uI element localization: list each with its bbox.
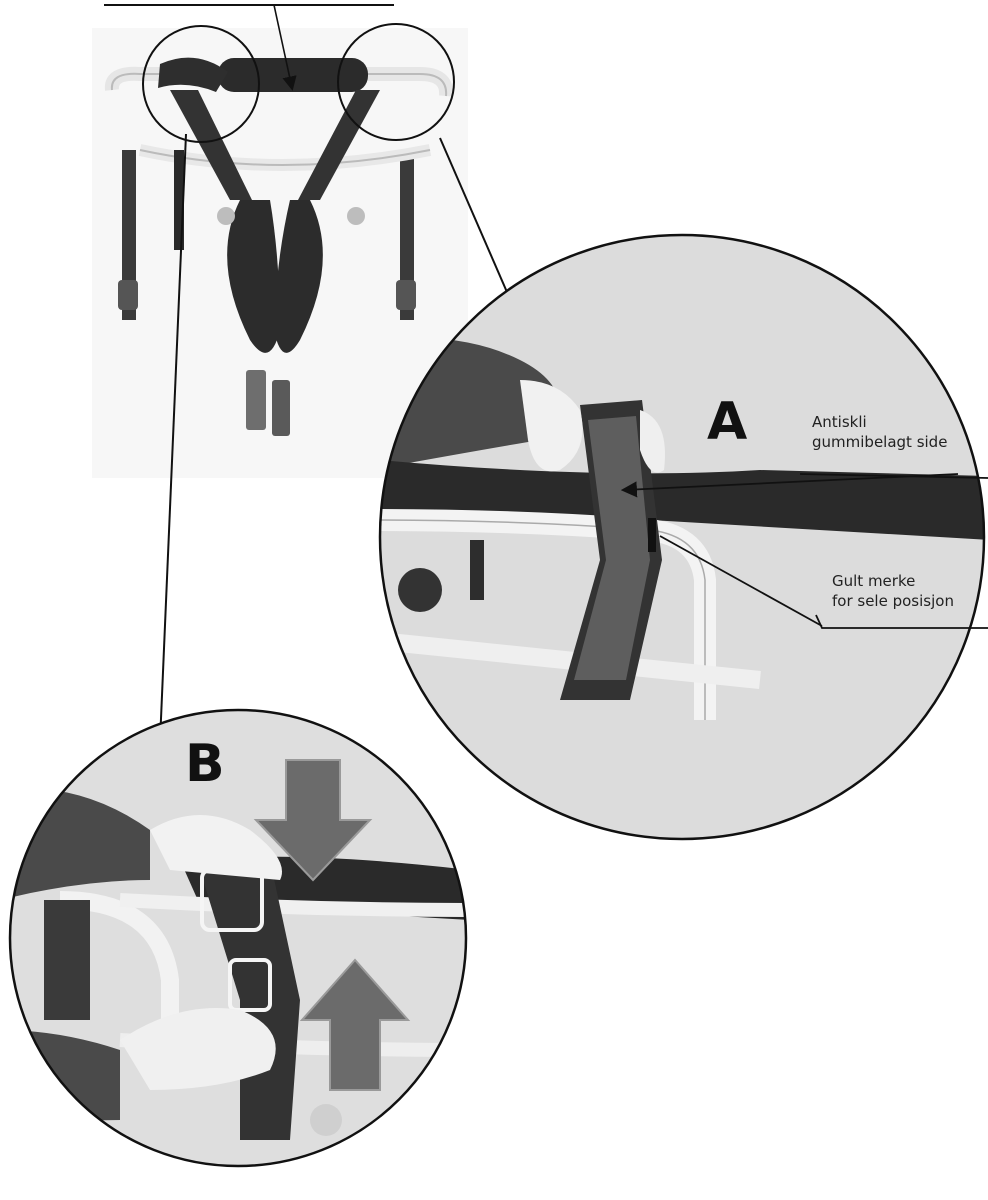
callout-antiskid-line-2: gummibelagt side [812, 432, 947, 452]
callout-yellow-mark: Gult merke for sele posisjon [832, 571, 954, 611]
callout-antiskid-line-1: Antiskli [812, 412, 947, 432]
detail-a-label: A [707, 396, 747, 448]
detail-b-photo [0, 700, 480, 1180]
callout-yellow-mark-line-1: Gult merke [832, 571, 954, 591]
callout-yellow-mark-line-2: for sele posisjon [832, 591, 954, 611]
detail-b-label: B [185, 738, 225, 790]
callout-antiskid: Antiskli gummibelagt side [812, 412, 947, 452]
